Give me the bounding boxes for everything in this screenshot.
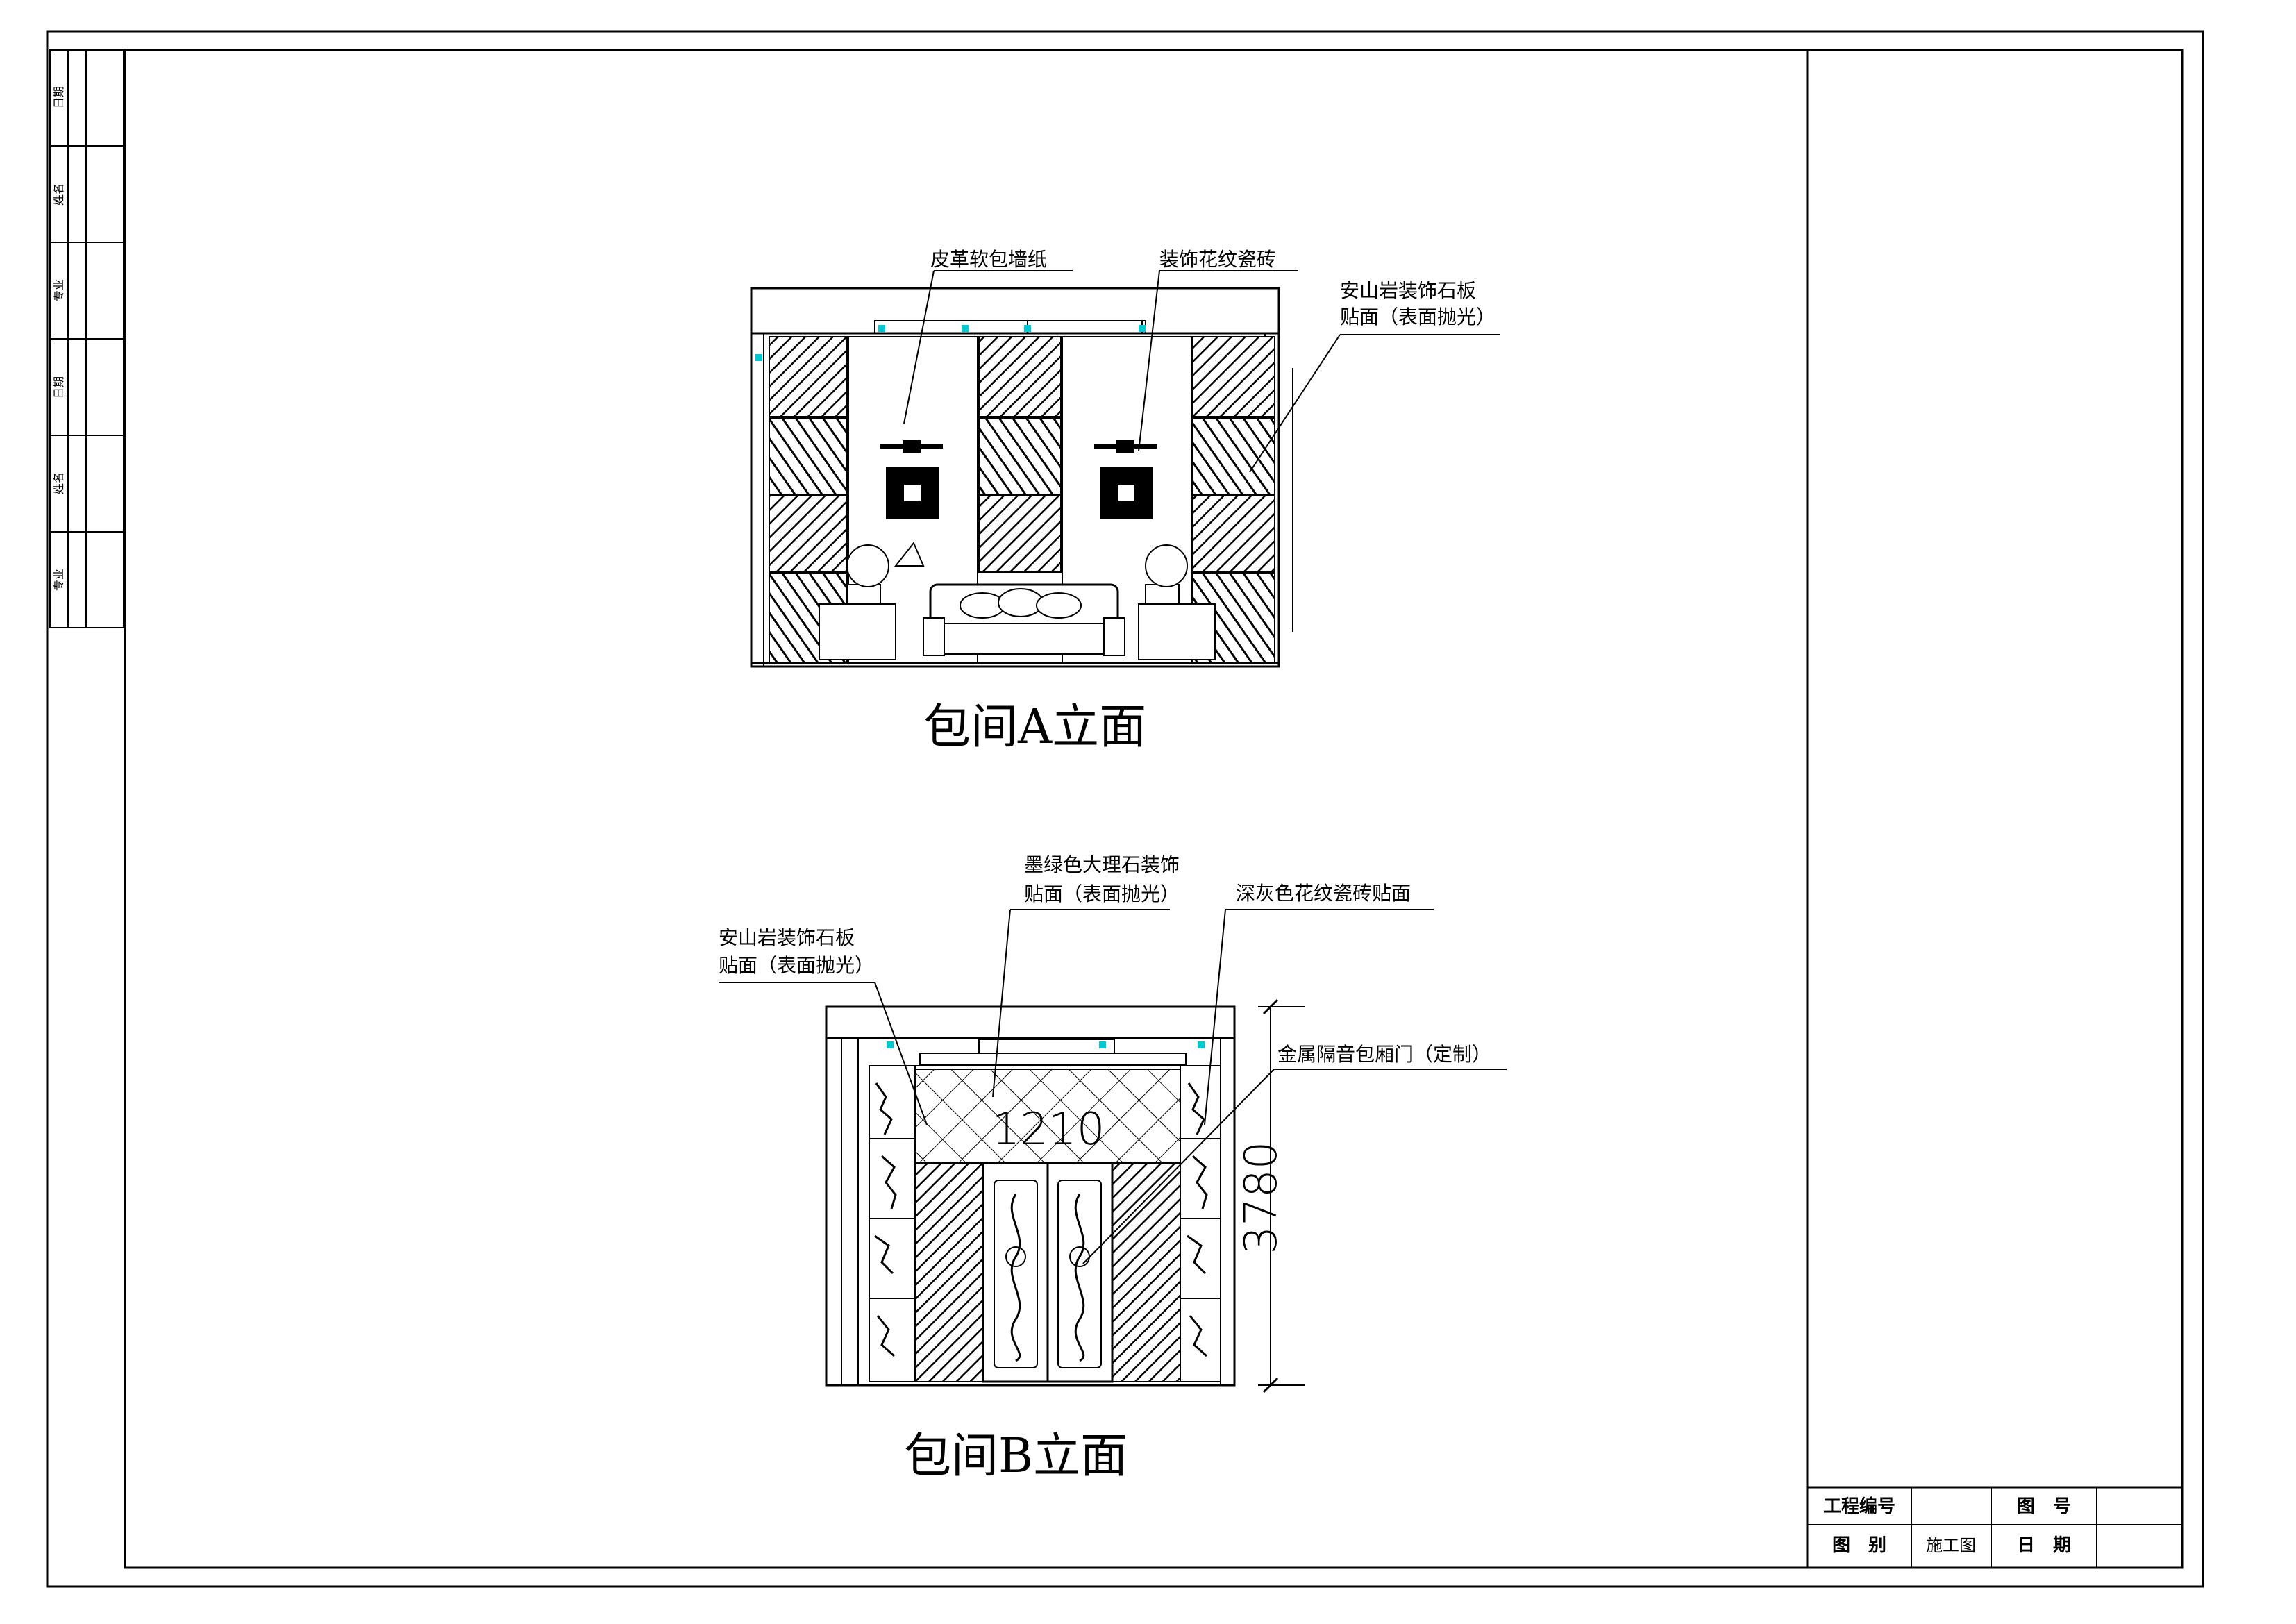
date-label: 日 期 — [2017, 1535, 2071, 1556]
label-metal-door: 金属隔音包厢门（定制） — [1277, 1043, 1491, 1066]
side-label-6: 专业 — [52, 569, 65, 591]
elevation-a-title: 包间A立面 — [923, 700, 1146, 755]
outer-border — [46, 30, 2204, 1588]
inner-border — [124, 49, 2184, 1569]
title-block: 工程编号 图 号 图 别 施工图 日 期 — [1806, 1486, 2184, 1569]
label-marble-line1: 墨绿色大理石装饰 — [1024, 853, 1180, 876]
label-gray-tile: 深灰色花纹瓷砖贴面 — [1236, 882, 1411, 905]
elevation-b-title: 包间B立面 — [904, 1429, 1128, 1484]
side-label-2: 姓名 — [52, 183, 65, 206]
drawing-number-label: 图 号 — [2017, 1496, 2071, 1517]
label-andesite-b-line2: 贴面（表面抛光） — [719, 954, 874, 977]
label-andesite-a-line1: 安山岩装饰石板 — [1340, 279, 1476, 302]
label-leather-wallpaper: 皮革软包墙纸 — [930, 248, 1047, 271]
drawing-category-value: 施工图 — [1926, 1536, 1976, 1555]
dimension-width: 1210 — [992, 1104, 1105, 1155]
label-decor-tile: 装饰花纹瓷砖 — [1159, 248, 1276, 271]
side-strip: 日期 姓名 专业 日期 姓名 专业 — [49, 49, 124, 628]
dimension-height: 3780 — [1236, 1141, 1287, 1255]
side-label-3: 专业 — [52, 279, 65, 301]
label-marble-line2: 贴面（表面抛光） — [1024, 882, 1180, 905]
drawing-category-label: 图 别 — [1832, 1535, 1886, 1556]
project-number-label: 工程编号 — [1823, 1496, 1895, 1517]
side-label-4: 日期 — [52, 376, 65, 399]
label-andesite-a-line2: 贴面（表面抛光） — [1340, 305, 1495, 328]
label-andesite-b-line1: 安山岩装饰石板 — [719, 926, 855, 949]
elevation-a-drawing — [750, 270, 1500, 668]
elevation-b-drawing — [719, 909, 1507, 1393]
side-label-5: 姓名 — [52, 472, 65, 494]
side-label-1: 日期 — [52, 86, 65, 108]
